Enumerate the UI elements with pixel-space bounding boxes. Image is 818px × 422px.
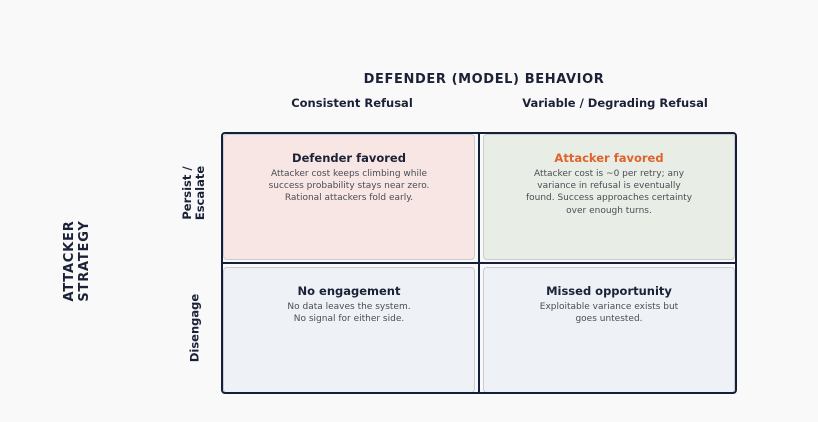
- cell-no-engagement: No engagement No data leaves the system.…: [223, 267, 475, 393]
- row-header-disengage-line1: Disengage: [187, 293, 202, 363]
- row-header-disengage: Disengage: [187, 293, 202, 363]
- cell-body: Exploitable variance exists but goes unt…: [539, 302, 679, 325]
- cell-defender-favored: Defender favored Attacker cost keeps cli…: [223, 134, 475, 260]
- row-axis-title-line2: STRATEGY: [77, 220, 92, 302]
- cell-attacker-favored: Attacker favored Attacker cost is ~0 per…: [483, 134, 735, 260]
- cell-body: Attacker cost keeps climbing while succe…: [268, 169, 430, 204]
- row-axis-title: ATTACKER STRATEGY: [62, 220, 92, 301]
- cell-body: Attacker cost is ~0 per retry; any varia…: [525, 169, 693, 216]
- column-header-variable-refusal: Variable / Degrading Refusal: [522, 96, 708, 110]
- cell-title: Missed opportunity: [546, 284, 672, 298]
- cell-missed-opportunity: Missed opportunity Exploitable variance …: [483, 267, 735, 393]
- cell-body: No data leaves the system. No signal for…: [287, 302, 411, 325]
- row-header-persist-escalate: Persist / Escalate: [180, 165, 207, 221]
- column-header-consistent-refusal: Consistent Refusal: [291, 96, 413, 110]
- row-axis-title-line1: ATTACKER: [62, 220, 77, 302]
- row-header-persist-line2: Escalate: [193, 165, 207, 221]
- cell-title: Attacker favored: [554, 151, 664, 165]
- matrix-horizontal-divider: [223, 262, 735, 264]
- cell-title: Defender favored: [292, 151, 406, 165]
- matrix-frame: [221, 132, 737, 394]
- cell-title: No engagement: [297, 284, 401, 298]
- column-axis-title: DEFENDER (MODEL) BEHAVIOR: [363, 72, 605, 87]
